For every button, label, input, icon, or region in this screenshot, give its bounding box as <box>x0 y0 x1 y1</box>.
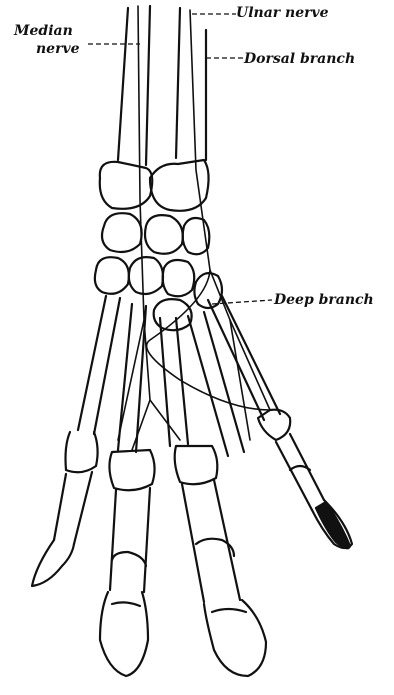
thumb-phalanges <box>32 432 98 586</box>
deep-leader-line <box>212 300 272 304</box>
carpal-bones <box>95 160 222 330</box>
dorsal-branch-label: Dorsal branch <box>244 52 355 66</box>
deep-branch-label: Deep branch <box>274 293 374 307</box>
index-finger-phalanges <box>100 450 155 676</box>
median-nerve-label: Median <box>14 24 73 38</box>
metacarpal-bones <box>78 296 280 456</box>
radius-bone <box>118 6 150 165</box>
ulnar-nerve-label: Ulnar nerve <box>236 6 329 20</box>
median-nerve-label-line2: nerve <box>36 42 80 56</box>
middle-finger-phalanges <box>175 446 266 676</box>
ulnar-nerve-line <box>190 10 270 440</box>
